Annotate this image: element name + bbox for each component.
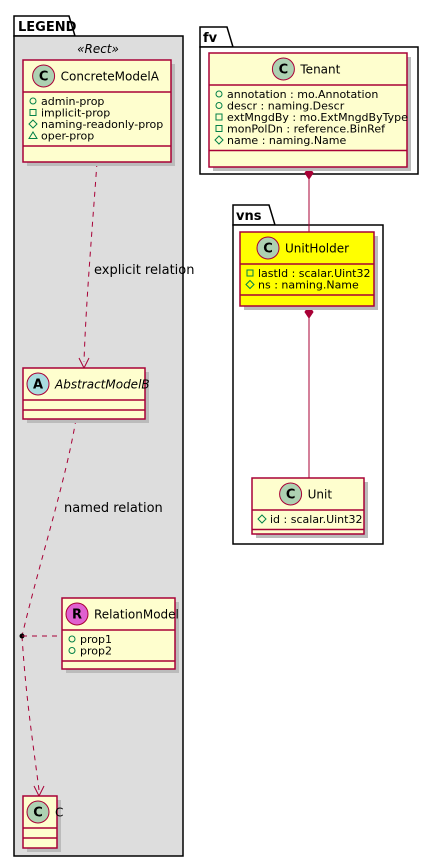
class-unit: C Unit id : scalar.Uint32: [251, 477, 368, 538]
private-visibility-icon: [215, 113, 223, 121]
private-visibility-icon: [246, 269, 254, 277]
class-name: C: [55, 806, 63, 820]
package-visibility-icon: [28, 131, 38, 139]
class-attribute: implicit-prop: [41, 107, 110, 120]
class-icon-letter: A: [33, 378, 43, 393]
class-icon: [279, 482, 303, 506]
explicit-relation-edge: [83, 161, 98, 363]
legend-stereotype: «Rect»: [77, 42, 119, 56]
class-attribute: monPolDn : reference.BinRef: [227, 123, 386, 136]
named-relation-label: named relation: [64, 501, 163, 516]
class-attribute: ns : naming.Name: [258, 279, 359, 292]
private-visibility-icon: [29, 109, 37, 116]
class-box: [251, 477, 365, 535]
class-icon-letter: C: [33, 806, 43, 821]
public-visibility-icon: [215, 102, 223, 109]
legend-package-name: LEGEND: [18, 20, 77, 35]
legend-package-body: [13, 35, 184, 857]
explicit-relation-label: explicit relation: [94, 263, 194, 278]
class-icon: [26, 800, 50, 824]
protected-visibility-icon: [245, 279, 255, 290]
public-visibility-icon: [68, 647, 76, 654]
class-abstract: A AbstractModelB: [22, 367, 150, 423]
class-icon-letter: R: [72, 608, 82, 623]
private-visibility-icon: [215, 125, 223, 132]
class-attribute: annotation : mo.Annotation: [227, 88, 378, 101]
class-name: AbstractModelB: [54, 378, 150, 392]
class-attribute: admin-prop: [41, 95, 104, 108]
class-icon: [271, 57, 295, 81]
class-attribute: name : naming.Name: [227, 134, 347, 147]
class-icon: [256, 236, 280, 260]
class-icon-letter: C: [286, 488, 296, 503]
named-relation-edge-upper: [21, 418, 77, 637]
class-attribute: prop2: [80, 645, 112, 658]
class-attribute: id : scalar.Uint32: [270, 513, 362, 526]
class-attribute: lastId : scalar.Uint32: [258, 267, 370, 280]
class-concrete: C ConcreteModelA admin-propimplicit-propna…: [22, 59, 175, 166]
fv-package-name: fv: [203, 31, 218, 46]
class-name: Tenant: [299, 63, 340, 77]
public-visibility-icon: [215, 90, 223, 98]
protected-visibility-icon: [257, 514, 267, 524]
class-name: Unit: [308, 488, 333, 502]
legend-package: LEGEND «Rect»: [13, 15, 184, 857]
protected-visibility-icon: [28, 119, 38, 129]
abstract-class-icon: [26, 372, 50, 396]
public-visibility-icon: [29, 97, 37, 105]
protected-visibility-icon: [214, 135, 224, 145]
class-attribute: naming-readonly-prop: [41, 118, 163, 131]
class-attribute: extMngdBy : mo.ExtMngdByType: [227, 111, 408, 124]
class-attribute: oper-prop: [41, 130, 94, 143]
class-icon-letter: C: [279, 63, 289, 78]
relation-class-icon: [65, 602, 89, 626]
named-relation-edge-lower: [21, 635, 40, 791]
class-icon-letter: C: [263, 242, 273, 257]
public-visibility-icon: [68, 635, 76, 643]
class-icon-letter: C: [39, 70, 49, 85]
class-name: RelationModel: [94, 608, 179, 622]
class-attribute: prop1: [80, 633, 112, 646]
class-name: UnitHolder: [285, 242, 349, 256]
class-attribute: descr : naming.Descr: [227, 100, 345, 113]
class-name: ConcreteModelA: [61, 70, 160, 84]
class-icon: [32, 64, 56, 88]
class-box: [208, 52, 408, 168]
vns-package-name: vns: [236, 209, 262, 224]
